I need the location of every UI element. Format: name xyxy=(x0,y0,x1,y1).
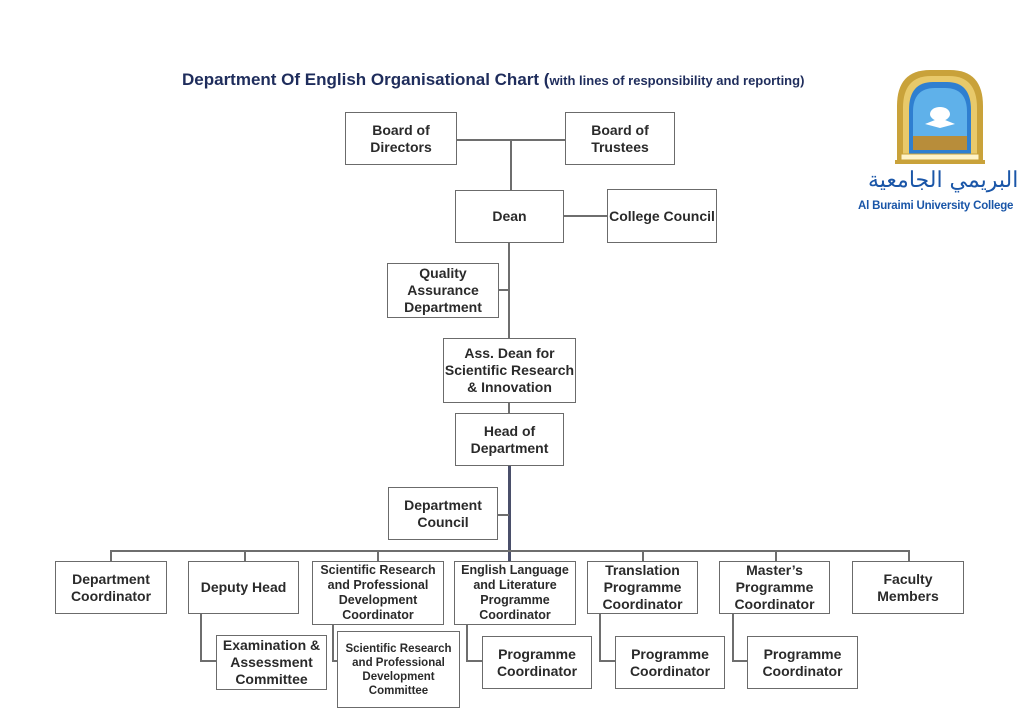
drop-deputy-head xyxy=(244,550,246,562)
drop-dept-coordinator xyxy=(110,550,112,562)
node-translation-coordinator: Translation Programme Coordinator xyxy=(587,561,698,614)
connector-deputy-exam-h xyxy=(200,660,218,662)
node-sr-pd-committee: Scientific Research and Professional Dev… xyxy=(337,631,460,708)
node-ass-dean: Ass. Dean for Scientific Research & Inno… xyxy=(443,338,576,403)
node-programme-coordinator-translation: Programme Coordinator xyxy=(615,636,725,689)
node-programme-coordinator-ell: Programme Coordinator xyxy=(482,636,592,689)
node-head-of-department: Head of Department xyxy=(455,413,564,466)
drop-translation xyxy=(642,550,644,562)
connector-translation-prog xyxy=(599,613,601,661)
connector-dean-to-assdean xyxy=(508,242,510,339)
drop-faculty xyxy=(908,550,910,562)
connector-ell-prog xyxy=(466,624,468,661)
node-programme-coordinator-masters: Programme Coordinator xyxy=(747,636,858,689)
connector-ell-prog-h xyxy=(466,660,483,662)
logo-arabic-name: كلية البريمي الجامعية xyxy=(868,168,1024,193)
drop-masters xyxy=(775,550,777,562)
node-exam-committee: Examination & Assessment Committee xyxy=(216,635,327,690)
node-department-council: Department Council xyxy=(388,487,498,540)
college-crest-icon xyxy=(895,70,985,164)
connector-boards-to-dean xyxy=(510,139,512,191)
connector-horizontal-bus xyxy=(110,550,908,552)
node-ell-coordinator: English Language and Literature Programm… xyxy=(454,561,576,625)
node-board-of-trustees: Board of Trustees xyxy=(565,112,675,165)
node-deputy-head: Deputy Head xyxy=(188,561,299,614)
chart-title-subtitle: with lines of responsibility and reporti… xyxy=(549,73,805,88)
connector-deputy-exam xyxy=(200,613,202,661)
connector-translation-prog-h xyxy=(599,660,616,662)
connector-sr-committee-h xyxy=(332,660,338,662)
drop-sr-coordinator xyxy=(377,550,379,562)
node-sr-pd-coordinator: Scientific Research and Professional Dev… xyxy=(312,561,444,625)
node-faculty-members: Faculty Members xyxy=(852,561,964,614)
chart-title: Department Of English Organisational Cha… xyxy=(182,70,804,90)
node-masters-coordinator: Master’s Programme Coordinator xyxy=(719,561,830,614)
connector-quality xyxy=(498,289,509,291)
logo-english-name: Al Buraimi University College xyxy=(858,200,1014,212)
connector-assdean-head xyxy=(508,402,510,414)
node-department-coordinator: Department Coordinator xyxy=(55,561,167,614)
node-quality-assurance: Quality Assurance Department xyxy=(387,263,499,318)
connector-masters-prog-h xyxy=(732,660,749,662)
chart-title-main: Department Of English Organisational Cha… xyxy=(182,70,550,89)
node-board-of-directors: Board of Directors xyxy=(345,112,457,165)
node-dean: Dean xyxy=(455,190,564,243)
connector-sr-committee xyxy=(332,624,334,660)
connector-dept-council xyxy=(497,514,509,516)
connector-masters-prog xyxy=(732,613,734,661)
node-college-council: College Council xyxy=(607,189,717,243)
connector-dean-council xyxy=(563,215,608,217)
connector-head-spine xyxy=(508,465,511,565)
